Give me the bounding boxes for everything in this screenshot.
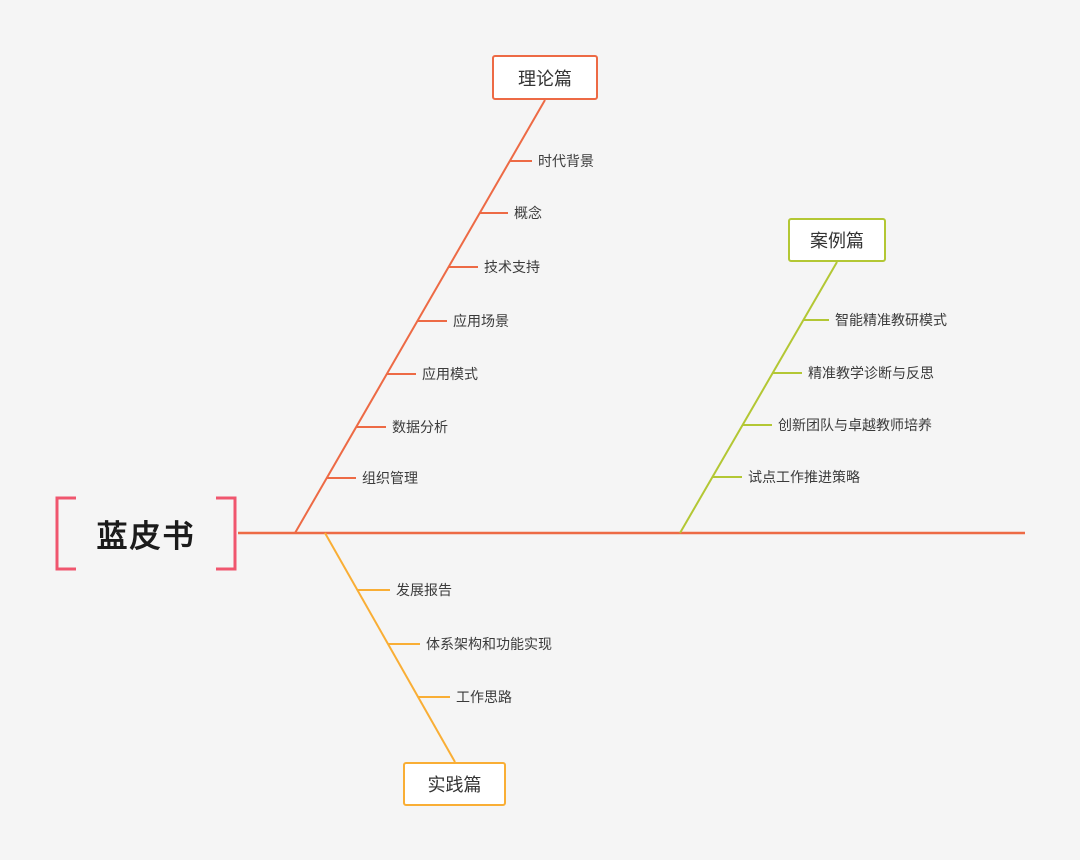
case-item[interactable]: 创新团队与卓越教师培养 <box>778 417 932 433</box>
theory-item[interactable]: 组织管理 <box>362 470 418 486</box>
root-node-title[interactable]: 蓝皮书 <box>96 518 196 554</box>
theory-item[interactable]: 数据分析 <box>392 419 448 435</box>
theory-item[interactable]: 应用场景 <box>453 313 509 329</box>
branch-node-practice[interactable]: 实践篇 <box>403 762 506 806</box>
case-item[interactable]: 试点工作推进策略 <box>748 469 860 485</box>
theory-item[interactable]: 时代背景 <box>538 153 594 169</box>
right-bracket <box>216 496 237 571</box>
practice-item[interactable]: 工作思路 <box>456 689 512 705</box>
branch-node-theory[interactable]: 理论篇 <box>492 55 598 100</box>
theory-item[interactable]: 概念 <box>514 205 542 221</box>
case-item[interactable]: 智能精准教研模式 <box>835 312 947 328</box>
practice-branch-line <box>324 532 456 763</box>
branch-node-case[interactable]: 案例篇 <box>788 218 886 262</box>
theory-item[interactable]: 技术支持 <box>484 259 540 275</box>
practice-item[interactable]: 发展报告 <box>396 582 452 598</box>
case-item[interactable]: 精准教学诊断与反思 <box>808 365 934 381</box>
theory-item[interactable]: 应用模式 <box>422 366 478 382</box>
practice-item[interactable]: 体系架构和功能实现 <box>426 636 552 652</box>
left-bracket <box>55 496 76 571</box>
case-branch-line <box>679 261 838 534</box>
theory-branch-line <box>294 99 546 534</box>
